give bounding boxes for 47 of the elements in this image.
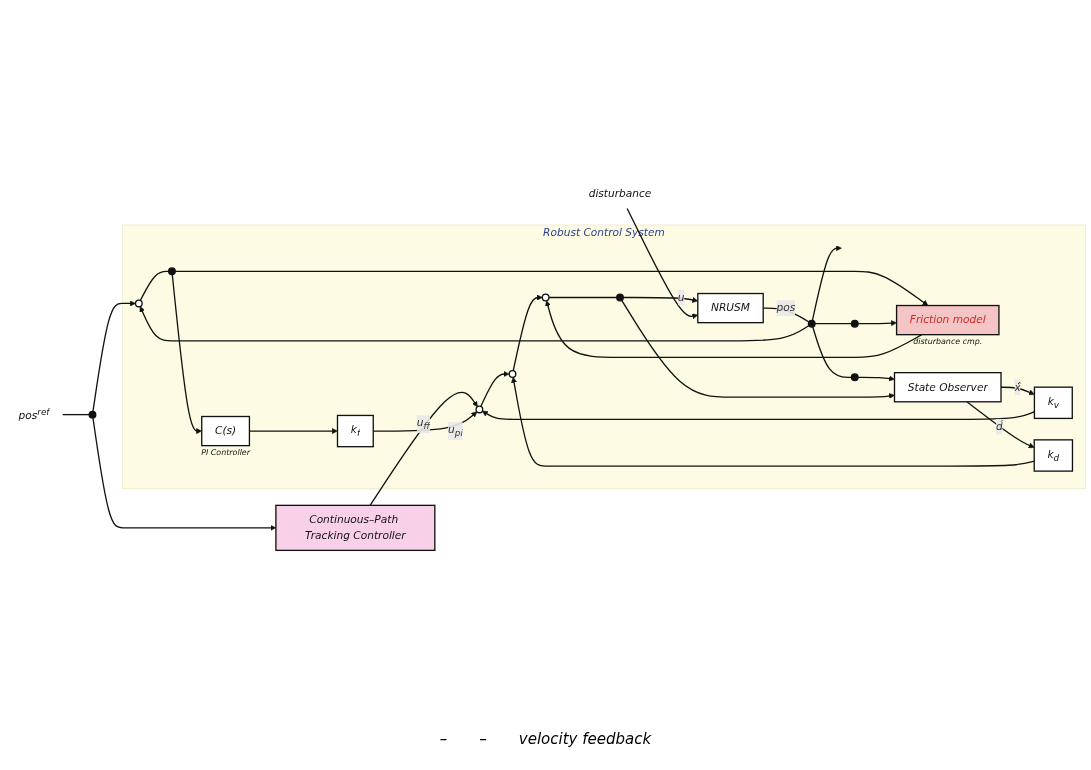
edge-label: u$_{pi}$ [448,423,463,439]
arrow [369,391,478,507]
edge-label: d̂ [996,420,1003,433]
node-box: k$_{d}$ [1033,439,1074,472]
annotation-text: – [438,730,449,748]
node-box: Continuous–Path Tracking Controller [275,504,436,552]
node-circle [508,370,517,379]
node-circle [167,267,176,276]
connector [548,297,618,299]
node-circle [850,373,859,382]
node-circle [475,405,484,414]
node-box: k$_{v}$ [1033,386,1073,420]
node-box: State Observer [893,372,1002,403]
node-box: Friction model [895,305,1000,336]
edge-label: pos [776,301,796,315]
arrow [621,299,895,399]
arrow [511,377,1035,467]
arrow [857,320,897,327]
connector [814,323,853,325]
node-circle [850,319,859,328]
edge-label: u [677,291,685,304]
edge-label: ẋ̂ [1014,380,1021,394]
node-box: C(s) [201,416,251,447]
node-text: disturbance [588,187,652,200]
arrow [512,294,543,372]
node-circle [134,299,143,308]
arrow [545,300,923,359]
edge-label: u$_{ff}$ [416,416,430,432]
arrow [857,375,895,382]
arrow [92,300,136,413]
connector [139,270,170,302]
connector [812,326,853,379]
arrow [174,270,929,306]
annotation-text: – [478,730,488,748]
arrow [480,371,510,408]
annotation-text: velocity feedback [517,730,653,748]
node-box: k$_{f}$ [336,414,374,448]
node-circle [807,319,816,328]
arrow [811,245,842,322]
node-circle [616,293,624,302]
arrow [171,274,202,435]
node-text: pos$^{ref}$ [18,407,50,422]
arrow [966,401,1035,449]
node-circle [88,410,97,419]
connector [62,414,90,416]
node-circle [541,293,550,302]
node-box: NRUSM [697,293,764,324]
